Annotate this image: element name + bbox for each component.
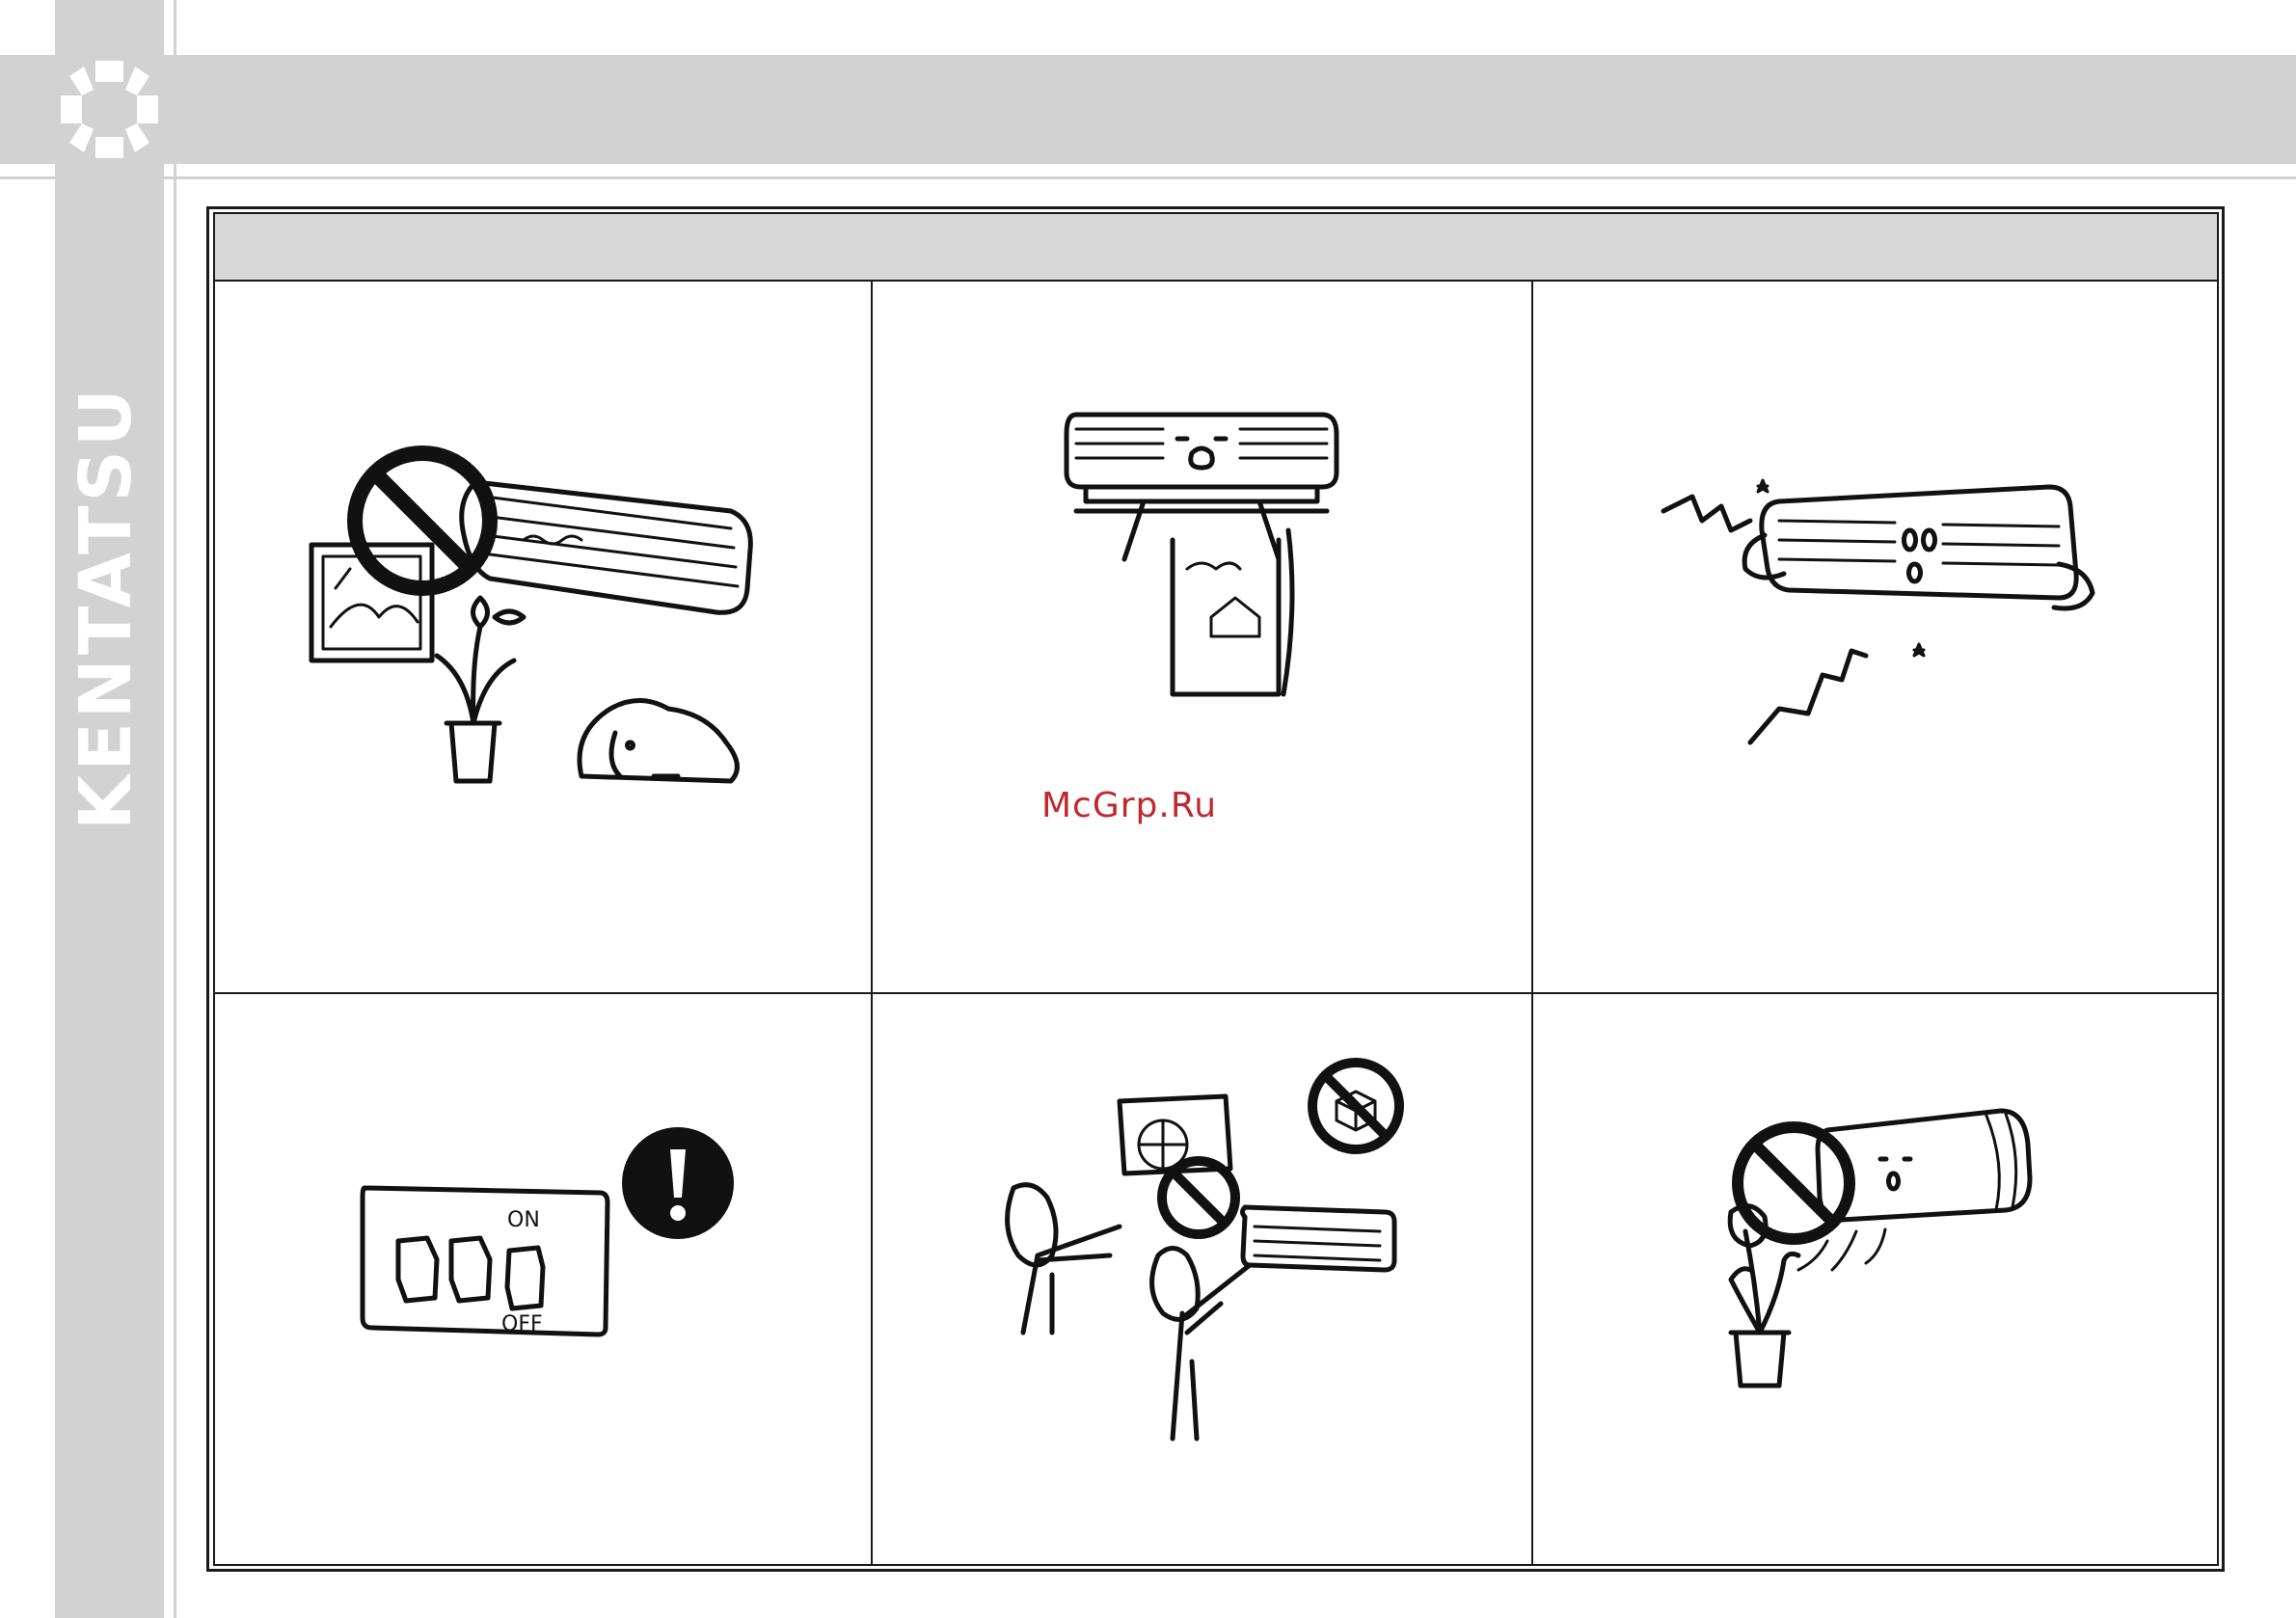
table-cell (1533, 282, 2217, 990)
brand-logo-icon (55, 55, 164, 164)
table-cell: ON OFF (217, 994, 869, 1564)
brand-name-vertical: KENTATSU (58, 405, 154, 810)
switch-off-label: OFF (501, 1312, 543, 1336)
illustration-no-obstacles (292, 444, 794, 829)
illustration-no-airflow-plant (1712, 1106, 2039, 1395)
table-cell (217, 282, 869, 990)
illustration-unit-vibration (1654, 453, 2097, 762)
top-margin (0, 0, 2296, 55)
illustration-lifting-unit (1057, 395, 1346, 723)
table-cell (873, 282, 1529, 990)
switch-on-label: ON (507, 1208, 540, 1232)
header-rule (0, 176, 2296, 179)
table-header-row (215, 214, 2217, 282)
table-cell (873, 994, 1529, 1564)
illustration-power-switch: ON OFF (345, 1130, 741, 1352)
watermark-text: McGrp.Ru (1041, 786, 1292, 834)
header-band (0, 55, 2296, 164)
sidebar-rule (174, 0, 176, 1618)
table-cell (1533, 994, 2217, 1564)
illustration-no-water (994, 1043, 1409, 1458)
